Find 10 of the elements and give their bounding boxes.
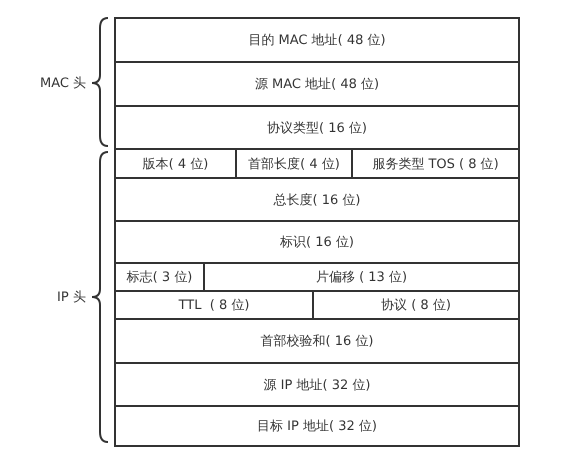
- group-label: MAC 头: [40, 75, 86, 92]
- field-cell: 首部校验和( 16 位): [114, 318, 520, 364]
- field-cell: 目标 IP 地址( 32 位): [114, 405, 520, 447]
- group-label: IP 头: [57, 289, 86, 306]
- field-cell: 源 IP 地址( 32 位): [114, 362, 520, 407]
- field-cell: 目的 MAC 地址( 48 位): [114, 17, 520, 63]
- field-cell: 总长度( 16 位): [114, 177, 520, 222]
- field-cell: 标识( 16 位): [114, 220, 520, 264]
- field-cell: 源 MAC 地址( 48 位): [114, 61, 520, 107]
- field-cell: 协议类型( 16 位): [114, 105, 520, 150]
